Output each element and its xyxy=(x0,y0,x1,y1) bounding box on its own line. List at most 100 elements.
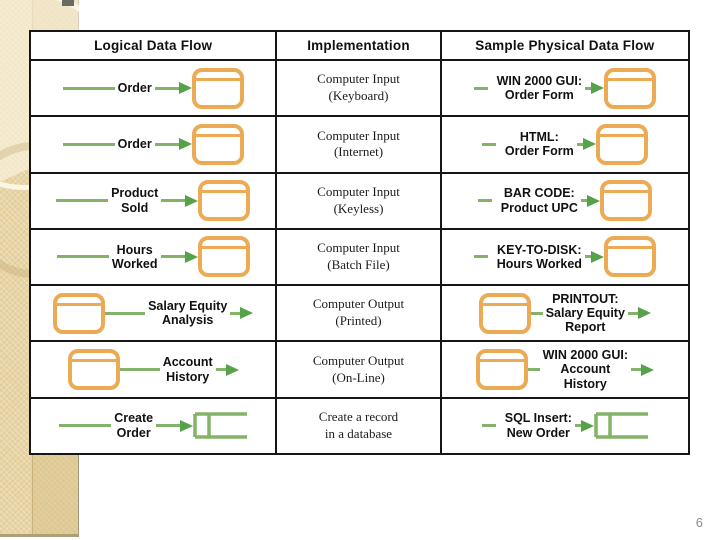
window-titlebar-line xyxy=(479,353,524,363)
flow-label: BAR CODE:Product UPC xyxy=(501,186,578,215)
interface-window-icon xyxy=(191,67,244,109)
window-titlebar-line xyxy=(482,297,527,306)
flow-line xyxy=(161,199,186,203)
window-titlebar-line xyxy=(195,72,240,81)
flow-label-line: Analysis xyxy=(161,313,214,328)
flow-arrow-icon xyxy=(590,250,604,263)
interface-window-icon xyxy=(197,236,250,278)
window-titlebar-line xyxy=(608,72,653,81)
flow-line xyxy=(527,368,540,372)
window-titlebar-line xyxy=(71,353,116,363)
flow-line xyxy=(584,255,591,259)
physical-flow-cell: WIN 2000 GUI:Order Form xyxy=(442,61,688,115)
data-store-icon xyxy=(193,412,248,440)
flow-line xyxy=(481,424,496,428)
implementation-text-line: Computer Output xyxy=(312,296,405,312)
flow-line xyxy=(56,199,109,203)
physical-flow-cell: BAR CODE:Product UPC xyxy=(442,174,688,228)
implementation-text-line: (Batch File) xyxy=(327,256,390,272)
flow-arrow-icon xyxy=(184,250,198,263)
implementation-cell: Computer Input(Batch File) xyxy=(277,229,442,285)
flow-label-line: Hours Worked xyxy=(496,256,582,271)
implementation-text-line: (Keyboard) xyxy=(328,88,389,104)
flow-line xyxy=(473,255,488,259)
flow-label-line: History xyxy=(166,369,210,384)
flow-label-line: HTML: xyxy=(519,130,559,145)
implementation-text-line: Computer Input xyxy=(317,183,400,199)
interface-window-icon xyxy=(67,349,120,391)
implementation-text-line: (On-Line) xyxy=(332,369,385,385)
physical-flow-cell: SQL Insert:New Order xyxy=(442,399,688,453)
flow-line xyxy=(56,255,109,259)
implementation-cell: Computer Input(Internet) xyxy=(277,117,442,172)
implementation-text-line: (Keyless) xyxy=(333,200,384,216)
flow-arrow-icon xyxy=(591,82,605,95)
flow-line xyxy=(230,311,241,315)
flow-label-line: Create xyxy=(114,411,154,426)
table-row: Order Computer Input(Keyboard) WIN 2000 GU… xyxy=(31,59,688,116)
header-logical-data-flow: Logical Data Flow xyxy=(31,32,278,59)
interface-window-icon xyxy=(604,67,657,109)
flow-line xyxy=(473,86,488,90)
flow-arrow-icon xyxy=(582,138,596,151)
window-titlebar-line xyxy=(195,128,240,137)
interface-window-icon xyxy=(198,180,251,222)
flow-label-line: Product xyxy=(111,186,159,201)
flow-label-line: Order Form xyxy=(504,144,574,159)
flow-arrow-icon xyxy=(180,419,194,432)
implementation-cell: Computer Input(Keyless) xyxy=(277,173,442,228)
flow-line xyxy=(477,199,492,203)
flow-label: SQL Insert:New Order xyxy=(505,411,572,440)
flow-arrow-icon xyxy=(178,82,192,95)
interface-window-icon xyxy=(595,123,648,165)
flow-arrow-icon xyxy=(240,307,254,320)
flow-line xyxy=(154,142,179,146)
flow-label-line: Account xyxy=(162,355,213,370)
window-titlebar-line xyxy=(607,240,652,250)
flow-label-line: Order xyxy=(117,80,152,95)
implementation-cell: Computer Output(Printed) xyxy=(277,286,442,341)
flow-line xyxy=(62,86,115,90)
window-titlebar-line xyxy=(599,128,644,137)
flow-label-line: PRINTOUT: xyxy=(552,291,619,306)
flow-line xyxy=(154,86,179,90)
flow-label-line: New Order xyxy=(506,425,570,440)
strip-top-notch xyxy=(62,0,74,6)
implementation-text-line: Computer Input xyxy=(317,71,400,87)
implementation-cell: Computer Output(On-Line) xyxy=(277,342,442,397)
logical-flow-cell: Order xyxy=(31,117,278,172)
flow-label-line: BAR CODE: xyxy=(503,186,575,201)
interface-window-icon xyxy=(478,292,531,334)
physical-flow-cell: KEY-TO-DISK:Hours Worked xyxy=(442,230,688,284)
implementation-text-line: (Internet) xyxy=(333,144,384,160)
flow-line xyxy=(580,199,587,203)
flow-line xyxy=(119,368,160,372)
flow-line xyxy=(160,255,185,259)
implementation-text-line: Computer Input xyxy=(317,240,400,256)
flow-line xyxy=(59,424,112,428)
flow-line xyxy=(574,424,581,428)
implementation-text-line: Create a record xyxy=(318,408,399,424)
flow-label-line: Worked xyxy=(111,256,158,271)
flow-label-line: WIN 2000 GUI: xyxy=(496,73,583,88)
page-number: 6 xyxy=(695,515,703,530)
window-titlebar-line xyxy=(57,297,102,306)
flow-line xyxy=(481,142,496,146)
interface-window-icon xyxy=(599,180,652,222)
flow-arrow-icon xyxy=(580,419,594,432)
data-flow-comparison-table: Logical Data Flow Implementation Sample … xyxy=(29,30,690,455)
flow-label: HTML:Order Form xyxy=(505,130,574,159)
table-header-row: Logical Data Flow Implementation Sample … xyxy=(31,32,688,59)
header-implementation: Implementation xyxy=(277,32,442,59)
